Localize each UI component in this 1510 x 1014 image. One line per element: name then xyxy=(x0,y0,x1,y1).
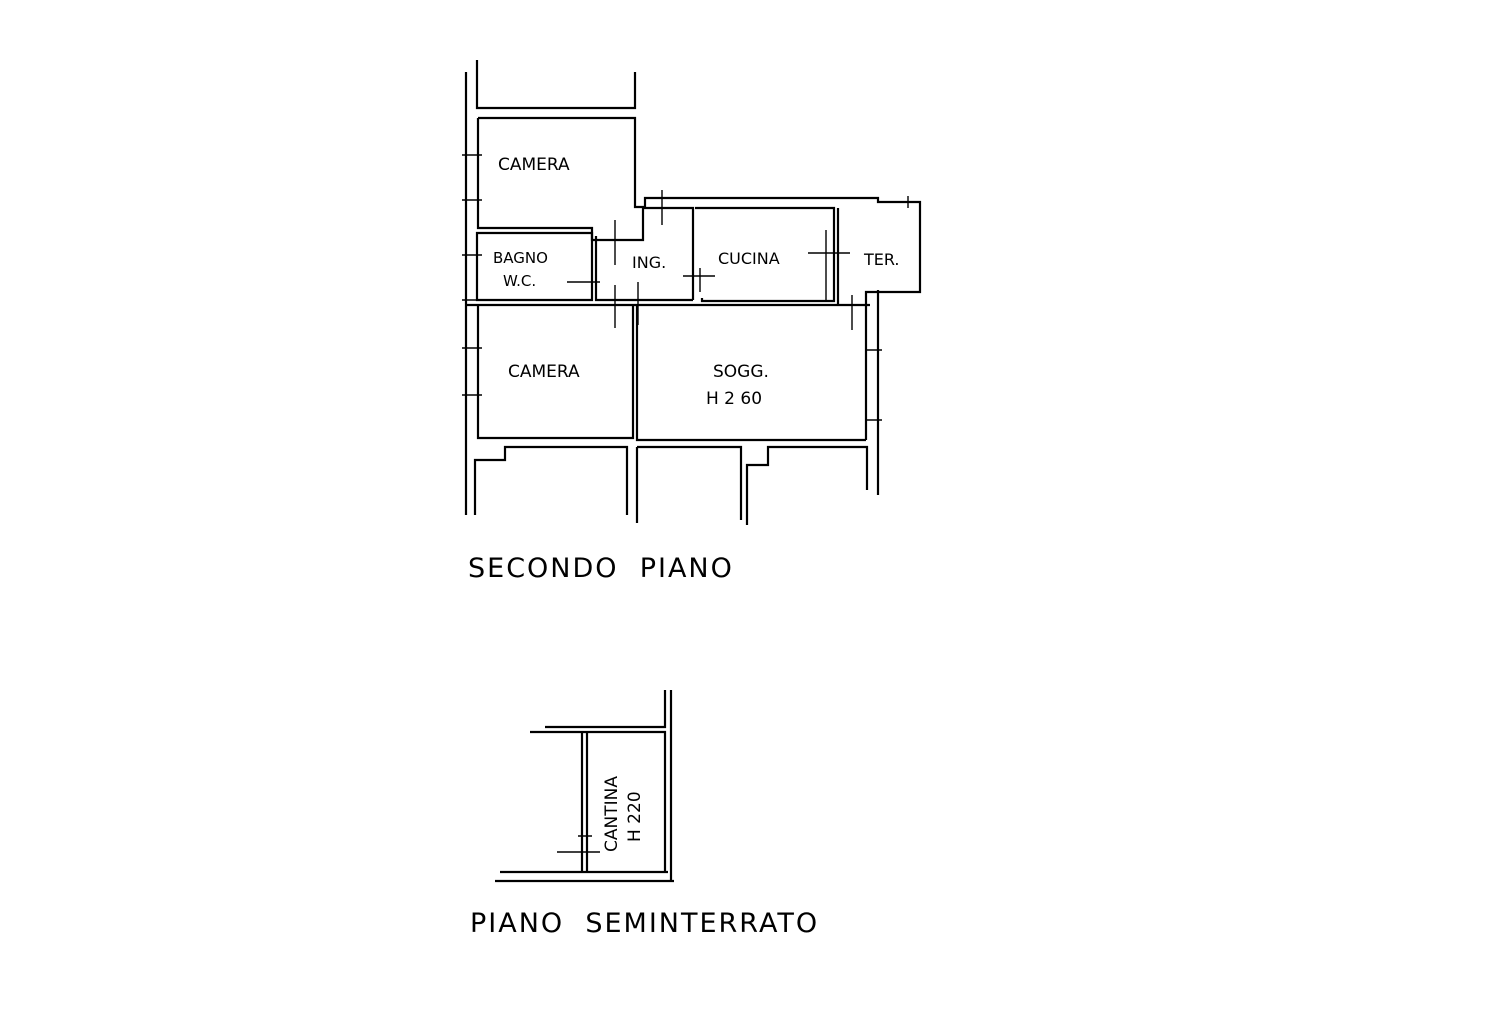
basement-plan xyxy=(495,690,674,883)
room-label-cantina: CANTINA xyxy=(602,776,622,852)
room-label-cucina: CUCINA xyxy=(718,249,780,268)
room-label-camera-top: CAMERA xyxy=(498,155,570,175)
room-height-cantina: H 220 xyxy=(625,791,645,842)
room-label-camera-bottom: CAMERA xyxy=(508,362,580,382)
room-label-bagno: BAGNO xyxy=(493,249,548,267)
second-floor-plan xyxy=(462,60,922,525)
room-label-wc: W.C. xyxy=(503,272,536,290)
room-label-ingresso: ING. xyxy=(632,253,666,272)
room-height-soggiorno: H 2 60 xyxy=(706,389,762,409)
plan-title-second-floor: SECONDO PIANO xyxy=(468,553,734,584)
plan-title-basement: PIANO SEMINTERRATO xyxy=(470,908,819,939)
room-label-terrazzo: TER. xyxy=(863,250,900,269)
room-label-soggiorno: SOGG. xyxy=(713,362,769,382)
